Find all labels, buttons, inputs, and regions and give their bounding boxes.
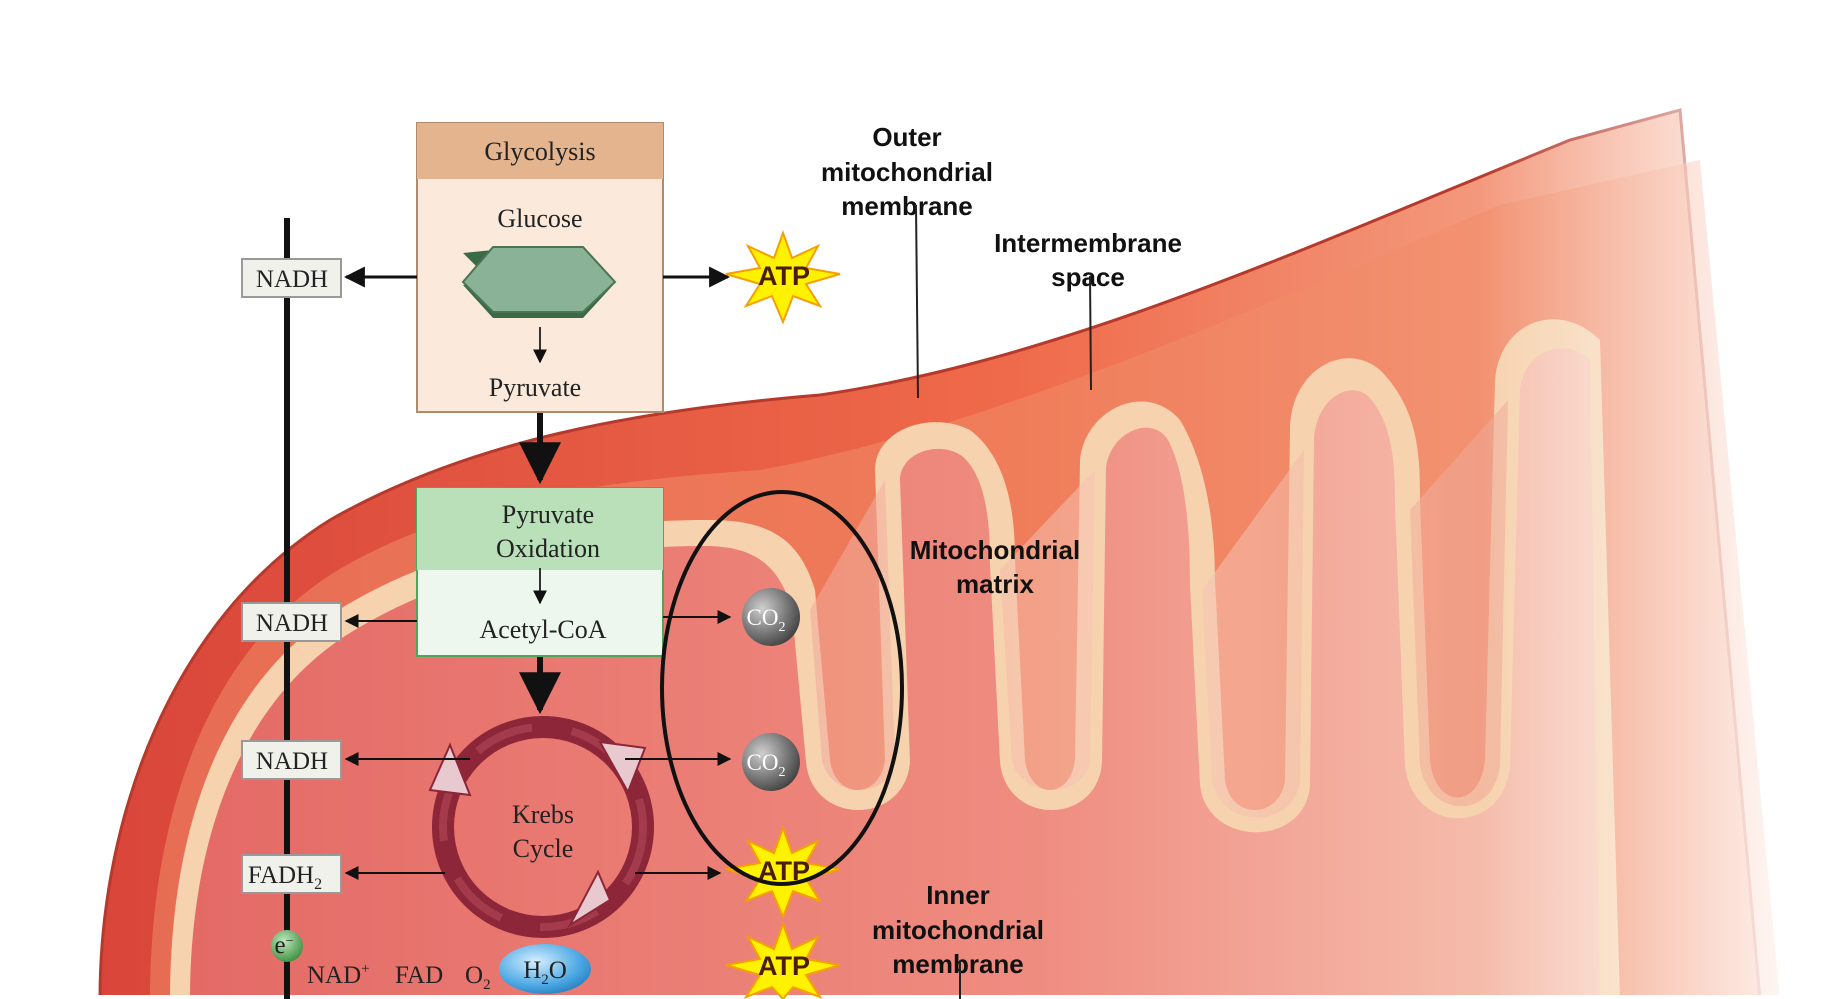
krebs-cycle: Krebs Cycle <box>428 716 654 938</box>
h2o-label: H2O <box>523 957 567 988</box>
pyruvate-label: Pyruvate <box>489 373 581 402</box>
o2-label: O2 <box>465 962 491 993</box>
krebs-arrow-icon-1 <box>598 740 647 795</box>
atp-star-icon <box>725 825 841 920</box>
co2-label-2: CO2 <box>747 750 786 780</box>
co2-highlight-ellipse <box>660 490 904 886</box>
nadh-box-1: NADH <box>241 258 342 298</box>
outer-membrane-pointer <box>915 204 919 399</box>
pyruvate-oxidation-title-2: Oxidation <box>496 534 600 563</box>
electron-icon <box>271 930 303 962</box>
mitochondrion <box>0 90 1840 999</box>
glycolysis-box: Glycolysis Glucose Pyruvate <box>416 122 664 413</box>
nadh-box-3: NADH <box>241 740 342 780</box>
svg-text:matrix: matrix <box>956 569 1035 599</box>
svg-text:mitochondrial: mitochondrial <box>872 915 1044 945</box>
nadh-label-3: NADH <box>256 748 328 775</box>
co2-ball-2: CO2 <box>742 733 800 791</box>
krebs-arrow-icon-2 <box>567 869 612 928</box>
atp-label-3: ATP <box>758 951 810 981</box>
glycolysis-title: Glycolysis <box>484 137 595 166</box>
atp-burst-2: ATP <box>725 825 841 920</box>
co2-ball-1: CO2 <box>742 588 800 646</box>
krebs-arrow-icon-3 <box>428 742 472 797</box>
atp-star-icon <box>725 230 841 325</box>
krebs-title-1: Krebs <box>512 800 574 829</box>
acetyl-coa-label: Acetyl-CoA <box>479 615 606 644</box>
intermembrane-label: Intermembrane space <box>994 228 1182 391</box>
co2-label-1: CO2 <box>747 605 786 635</box>
svg-text:membrane: membrane <box>841 191 973 221</box>
svg-text:Inner: Inner <box>926 880 990 910</box>
product-arrows <box>625 266 732 880</box>
cristae-shading <box>810 400 1508 818</box>
atp-star-icon <box>725 921 841 999</box>
nadh-box-2: NADH <box>241 602 342 642</box>
svg-text:membrane: membrane <box>892 949 1024 979</box>
carrier-arrows <box>343 266 470 880</box>
svg-text:Outer: Outer <box>872 122 941 152</box>
bottom-mask <box>0 995 1840 999</box>
svg-text:mitochondrial: mitochondrial <box>821 157 993 187</box>
right-fade <box>1480 90 1840 999</box>
svg-text:Mitochondrial: Mitochondrial <box>910 535 1080 565</box>
svg-text:space: space <box>1051 262 1125 292</box>
krebs-title-2: Cycle <box>513 834 574 863</box>
nad-plus-label: NAD+ <box>307 961 370 989</box>
fadh2-label: FADH2 <box>248 862 322 893</box>
pyruvate-oxidation-title-1: Pyruvate <box>502 500 594 529</box>
mitochondrial-matrix <box>190 348 1600 999</box>
fadh2-subscript: 2 <box>314 876 322 893</box>
inner-membrane-label: Inner mitochondrial membrane <box>872 880 1044 999</box>
svg-text:e−: e− <box>274 932 293 959</box>
nadh-label-2: NADH <box>256 610 328 637</box>
fadh2-box: FADH2 <box>241 854 342 894</box>
glucose-label: Glucose <box>497 204 582 233</box>
h2o-ball <box>499 944 591 994</box>
glucose-hexagon-face <box>461 246 617 313</box>
intermembrane-pointer <box>1089 275 1092 391</box>
nadh-label-1: NADH <box>256 266 328 293</box>
atp-burst-1: ATP <box>725 230 841 325</box>
pyruvate-oxidation-box: Pyruvate Oxidation Acetyl-CoA <box>416 487 664 657</box>
fad-label: FAD <box>395 962 443 989</box>
svg-text:Intermembrane: Intermembrane <box>994 228 1182 258</box>
atp-label-1: ATP <box>758 261 810 291</box>
outer-membrane-label: Outer mitochondrial membrane <box>821 122 993 399</box>
matrix-label: Mitochondrial matrix <box>910 535 1080 599</box>
atp-burst-3: ATP <box>725 921 841 999</box>
electron-acceptors: e− NAD+ FAD O2 H2O <box>271 930 591 994</box>
